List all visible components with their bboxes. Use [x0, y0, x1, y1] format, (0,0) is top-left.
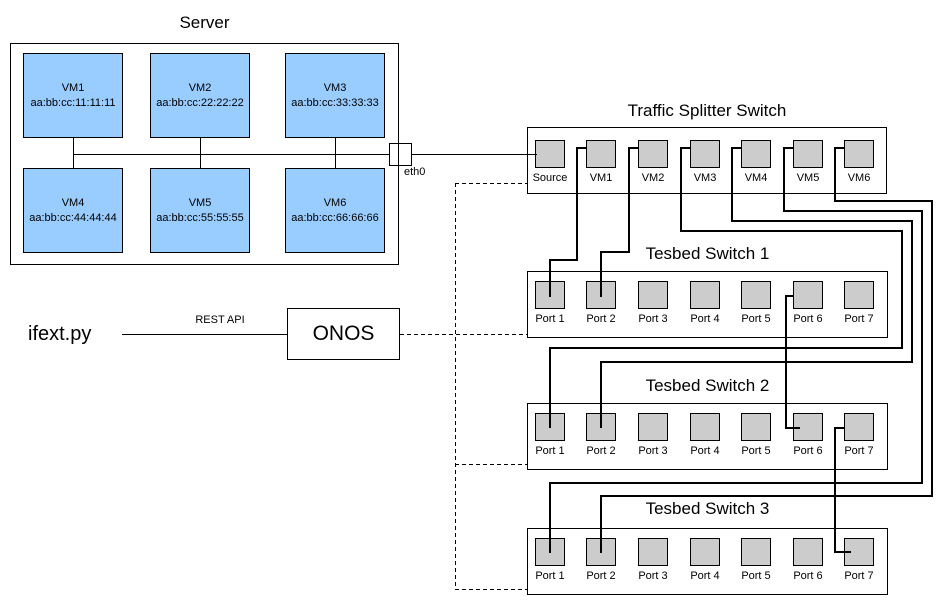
traffic-splitter-port-vm2-square — [638, 140, 668, 168]
testbed-switch-3-port-port-6-square — [793, 538, 823, 566]
vm-mac-address: aa:bb:cc:33:33:33 — [291, 96, 379, 109]
traffic-splitter-port-label: VM4 — [744, 172, 768, 184]
testbed-switch-2-port-port-1-square — [535, 413, 565, 441]
traffic-splitter-port-label: VM3 — [693, 172, 717, 184]
server-vm-vm2: VM2 aa:bb:cc:22:22:22 — [150, 53, 250, 138]
vm-name: VM3 — [323, 81, 347, 94]
traffic-splitter-port-label: VM2 — [641, 172, 665, 184]
vm-name: VM2 — [188, 81, 212, 94]
testbed-switch-3-port-label: Port 2 — [586, 570, 616, 582]
testbed-switch-2-port-label: Port 4 — [690, 445, 720, 457]
testbed-switch-3-port-port-5-square — [741, 538, 771, 566]
testbed-switch-2-port-port-7-square — [844, 413, 874, 441]
testbed-switch-3-port-label: Port 4 — [690, 570, 720, 582]
testbed-switch-1-title: Tesbed Switch 1 — [645, 244, 770, 263]
testbed-switch-1-port-label: Port 4 — [690, 313, 720, 325]
eth0-port-square — [389, 143, 412, 166]
testbed-switch-2-port-label: Port 7 — [844, 445, 874, 457]
testbed-switch-3-port-port-2-square — [586, 538, 616, 566]
vm-name: VM1 — [61, 81, 85, 94]
ifext-script-label: ifext.py — [28, 323, 92, 345]
testbed-switch-2-port-port-6-square — [793, 413, 823, 441]
link-splitter-vm5-to-switch3-port1 — [549, 147, 923, 553]
testbed-switch-3-port-port-4-square — [690, 538, 720, 566]
testbed-switch-2-port-port-4-square — [690, 413, 720, 441]
testbed-switch-1-port-port-5-square — [741, 281, 771, 309]
testbed-switch-2-port-label: Port 6 — [793, 445, 823, 457]
testbed-switch-1-port-label: Port 7 — [844, 313, 874, 325]
testbed-switch-1-port-port-1-square — [535, 281, 565, 309]
testbed-switch-3-port-label: Port 5 — [741, 570, 771, 582]
testbed-switch-2-port-port-2-square — [586, 413, 616, 441]
eth0-label: eth0 — [404, 166, 426, 178]
traffic-splitter-port-label: VM1 — [589, 172, 613, 184]
server-vm-vm4: VM4 aa:bb:cc:44:44:44 — [23, 168, 123, 253]
server-vm-vm1: VM1 aa:bb:cc:11:11:11 — [23, 53, 123, 138]
traffic-splitter-port-vm5-square — [793, 140, 823, 168]
vm-name: VM5 — [188, 196, 212, 209]
testbed-switch-1-port-label: Port 5 — [741, 313, 771, 325]
server-vm-vm5: VM5 aa:bb:cc:55:55:55 — [150, 168, 250, 253]
testbed-switch-2-port-label: Port 5 — [741, 445, 771, 457]
traffic-splitter-title: Traffic Splitter Switch — [627, 101, 787, 120]
onos-label: ONOS — [312, 322, 375, 345]
testbed-switch-3-port-port-3-square — [638, 538, 668, 566]
vm-mac-address: aa:bb:cc:55:55:55 — [156, 211, 244, 224]
testbed-switch-2-port-label: Port 2 — [586, 445, 616, 457]
vm-name: VM6 — [323, 196, 347, 209]
traffic-splitter-port-label: VM5 — [796, 172, 820, 184]
rest-api-label: REST API — [195, 314, 245, 326]
testbed-switch-1-port-label: Port 1 — [535, 313, 565, 325]
testbed-switch-2-port-port-5-square — [741, 413, 771, 441]
testbed-switch-1-port-label: Port 3 — [638, 313, 668, 325]
traffic-splitter-port-label: VM6 — [847, 172, 871, 184]
traffic-splitter-port-vm6-square — [844, 140, 874, 168]
testbed-switch-3-title: Tesbed Switch 3 — [645, 499, 770, 518]
testbed-switch-1-port-port-7-square — [844, 281, 874, 309]
traffic-splitter-port-source-square — [535, 140, 565, 168]
server-vm-vm6: VM6 aa:bb:cc:66:66:66 — [285, 168, 385, 253]
testbed-switch-1-port-port-4-square — [690, 281, 720, 309]
testbed-switch-3-port-port-1-square — [535, 538, 565, 566]
vm-mac-address: aa:bb:cc:22:22:22 — [156, 96, 244, 109]
server-title: Server — [179, 13, 230, 32]
testbed-switch-3-port-label: Port 7 — [844, 570, 874, 582]
testbed-switch-2-port-port-3-square — [638, 413, 668, 441]
vm-mac-address: aa:bb:cc:11:11:11 — [30, 96, 116, 109]
testbed-switch-1-port-port-6-square — [793, 281, 823, 309]
vm-name: VM4 — [61, 196, 85, 209]
testbed-switch-1-port-port-3-square — [638, 281, 668, 309]
traffic-splitter-port-label: Source — [532, 172, 568, 184]
traffic-splitter-port-vm4-square — [741, 140, 771, 168]
vm-mac-address: aa:bb:cc:66:66:66 — [291, 211, 379, 224]
testbed-switch-2-title: Tesbed Switch 2 — [645, 376, 770, 395]
traffic-splitter-port-vm3-square — [690, 140, 720, 168]
testbed-switch-3-port-label: Port 3 — [638, 570, 668, 582]
testbed-switch-1-port-label: Port 6 — [793, 313, 823, 325]
traffic-splitter-port-vm1-square — [586, 140, 616, 168]
onos-box: ONOS — [287, 308, 400, 360]
vm-mac-address: aa:bb:cc:44:44:44 — [29, 211, 117, 224]
testbed-switch-3-port-port-7-square — [844, 538, 874, 566]
testbed-switch-1-port-port-2-square — [586, 281, 616, 309]
testbed-switch-3-port-label: Port 1 — [535, 570, 565, 582]
link-splitter-vm6-to-switch3-port2 — [600, 147, 933, 553]
testbed-switch-2-port-label: Port 3 — [638, 445, 668, 457]
testbed-switch-1-port-label: Port 2 — [586, 313, 616, 325]
server-vm-vm3: VM3 aa:bb:cc:33:33:33 — [285, 53, 385, 138]
testbed-switch-3-port-label: Port 6 — [793, 570, 823, 582]
testbed-switch-2-port-label: Port 1 — [535, 445, 565, 457]
